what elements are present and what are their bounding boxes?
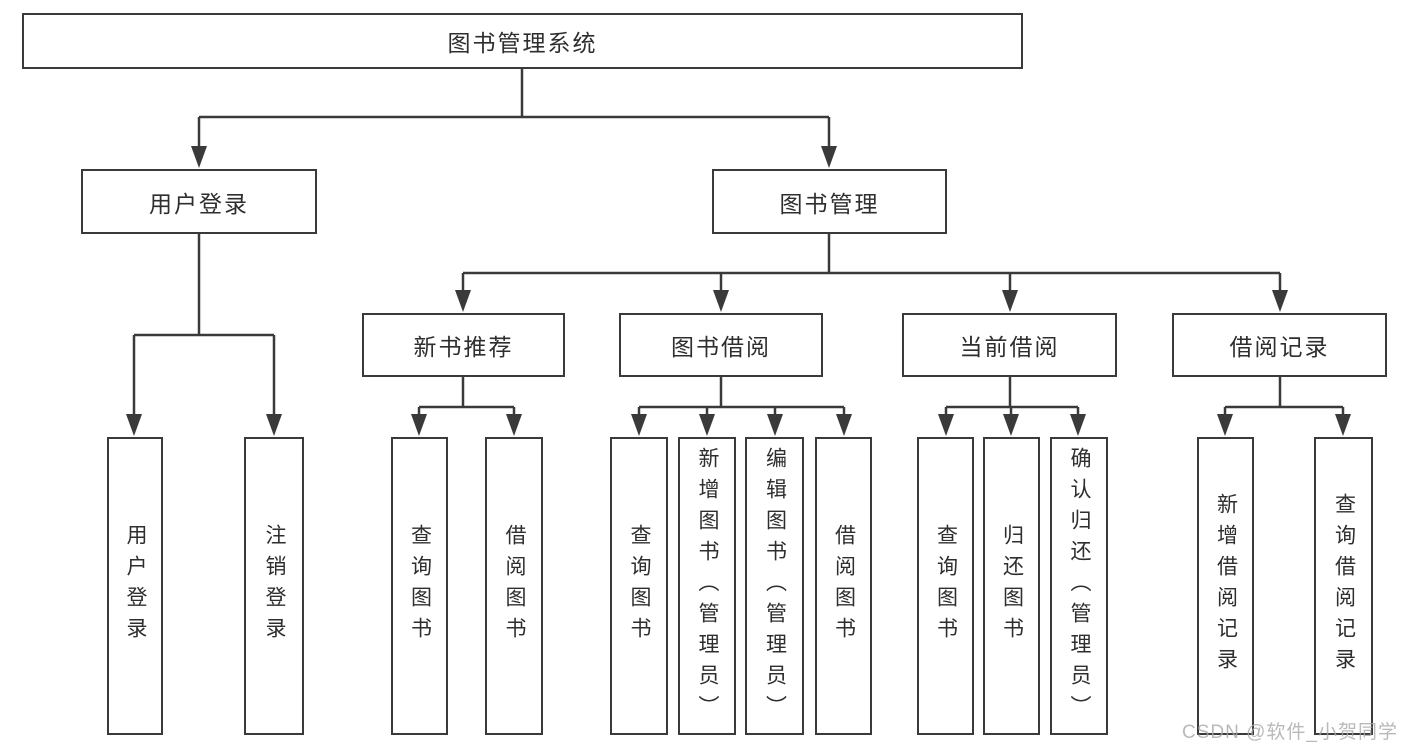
node-new-book-recommendation: 新书推荐	[362, 313, 565, 377]
leaf-borrow-books: 借阅图书	[815, 437, 872, 735]
node-borrowing-records: 借阅记录	[1172, 313, 1387, 377]
leaf-add-books-admin: 新增图书（管理员）	[678, 437, 736, 735]
arrowhead	[455, 290, 471, 312]
arrowhead	[191, 146, 207, 168]
leaf-confirm-return-admin: 确认归还（管理员）	[1050, 437, 1108, 735]
arrowhead	[1272, 290, 1288, 312]
node-book-borrowing: 图书借阅	[619, 313, 823, 377]
leaf-query-books-current: 查询图书	[917, 437, 974, 735]
leaf-query-books-borrow: 查询图书	[610, 437, 668, 735]
arrowhead	[411, 414, 427, 436]
leaf-borrow-books-recommend: 借阅图书	[485, 437, 543, 735]
arrowhead	[1070, 414, 1086, 436]
csdn-watermark: CSDN @软件_小贺同学	[1182, 722, 1398, 743]
arrowhead	[1003, 414, 1019, 436]
arrowhead	[821, 146, 837, 168]
node-library-system: 图书管理系统	[22, 13, 1023, 69]
arrowhead	[126, 414, 142, 436]
leaf-query-borrow-record: 查询借阅记录	[1314, 437, 1373, 735]
arrowhead	[1217, 414, 1233, 436]
leaf-add-borrow-record: 新增借阅记录	[1197, 437, 1254, 735]
arrowhead	[938, 414, 954, 436]
leaf-user-login: 用户登录	[107, 437, 163, 735]
arrowhead	[631, 414, 647, 436]
arrowhead	[1335, 414, 1351, 436]
node-current-borrowing: 当前借阅	[902, 313, 1117, 377]
leaf-logout: 注销登录	[244, 437, 304, 735]
leaf-query-books-recommend: 查询图书	[391, 437, 448, 735]
leaf-edit-books-admin: 编辑图书（管理员）	[745, 437, 804, 735]
arrowhead	[266, 414, 282, 436]
arrowhead	[767, 414, 783, 436]
arrowhead	[836, 414, 852, 436]
node-book-management: 图书管理	[712, 169, 947, 234]
arrowhead	[699, 414, 715, 436]
leaf-return-books: 归还图书	[983, 437, 1040, 735]
node-user-login: 用户登录	[81, 169, 317, 234]
arrowhead	[506, 414, 522, 436]
arrowhead	[713, 290, 729, 312]
arrowhead	[1002, 290, 1018, 312]
